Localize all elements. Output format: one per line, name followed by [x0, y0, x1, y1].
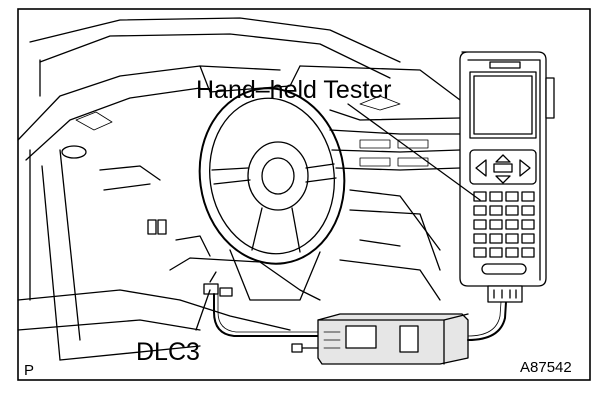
corner-mark: P [24, 362, 34, 379]
cable-dlc3-to-module [213, 293, 319, 337]
figure-frame [17, 8, 591, 381]
dlc3-connector [203, 271, 233, 297]
interface-module-icon [291, 313, 469, 365]
tester-label: Hand–held Tester [196, 76, 392, 104]
tester-leader-line [347, 103, 481, 201]
dlc3-label: DLC3 [136, 338, 200, 366]
steering-wheel-icon [198, 87, 346, 301]
dlc3-leader-line [195, 289, 211, 331]
figure-code: A87542 [520, 359, 572, 376]
handheld-tester-icon [459, 51, 555, 303]
cable-module-to-tester [467, 301, 507, 341]
tester-keypad [473, 191, 535, 258]
dashboard [17, 17, 461, 361]
